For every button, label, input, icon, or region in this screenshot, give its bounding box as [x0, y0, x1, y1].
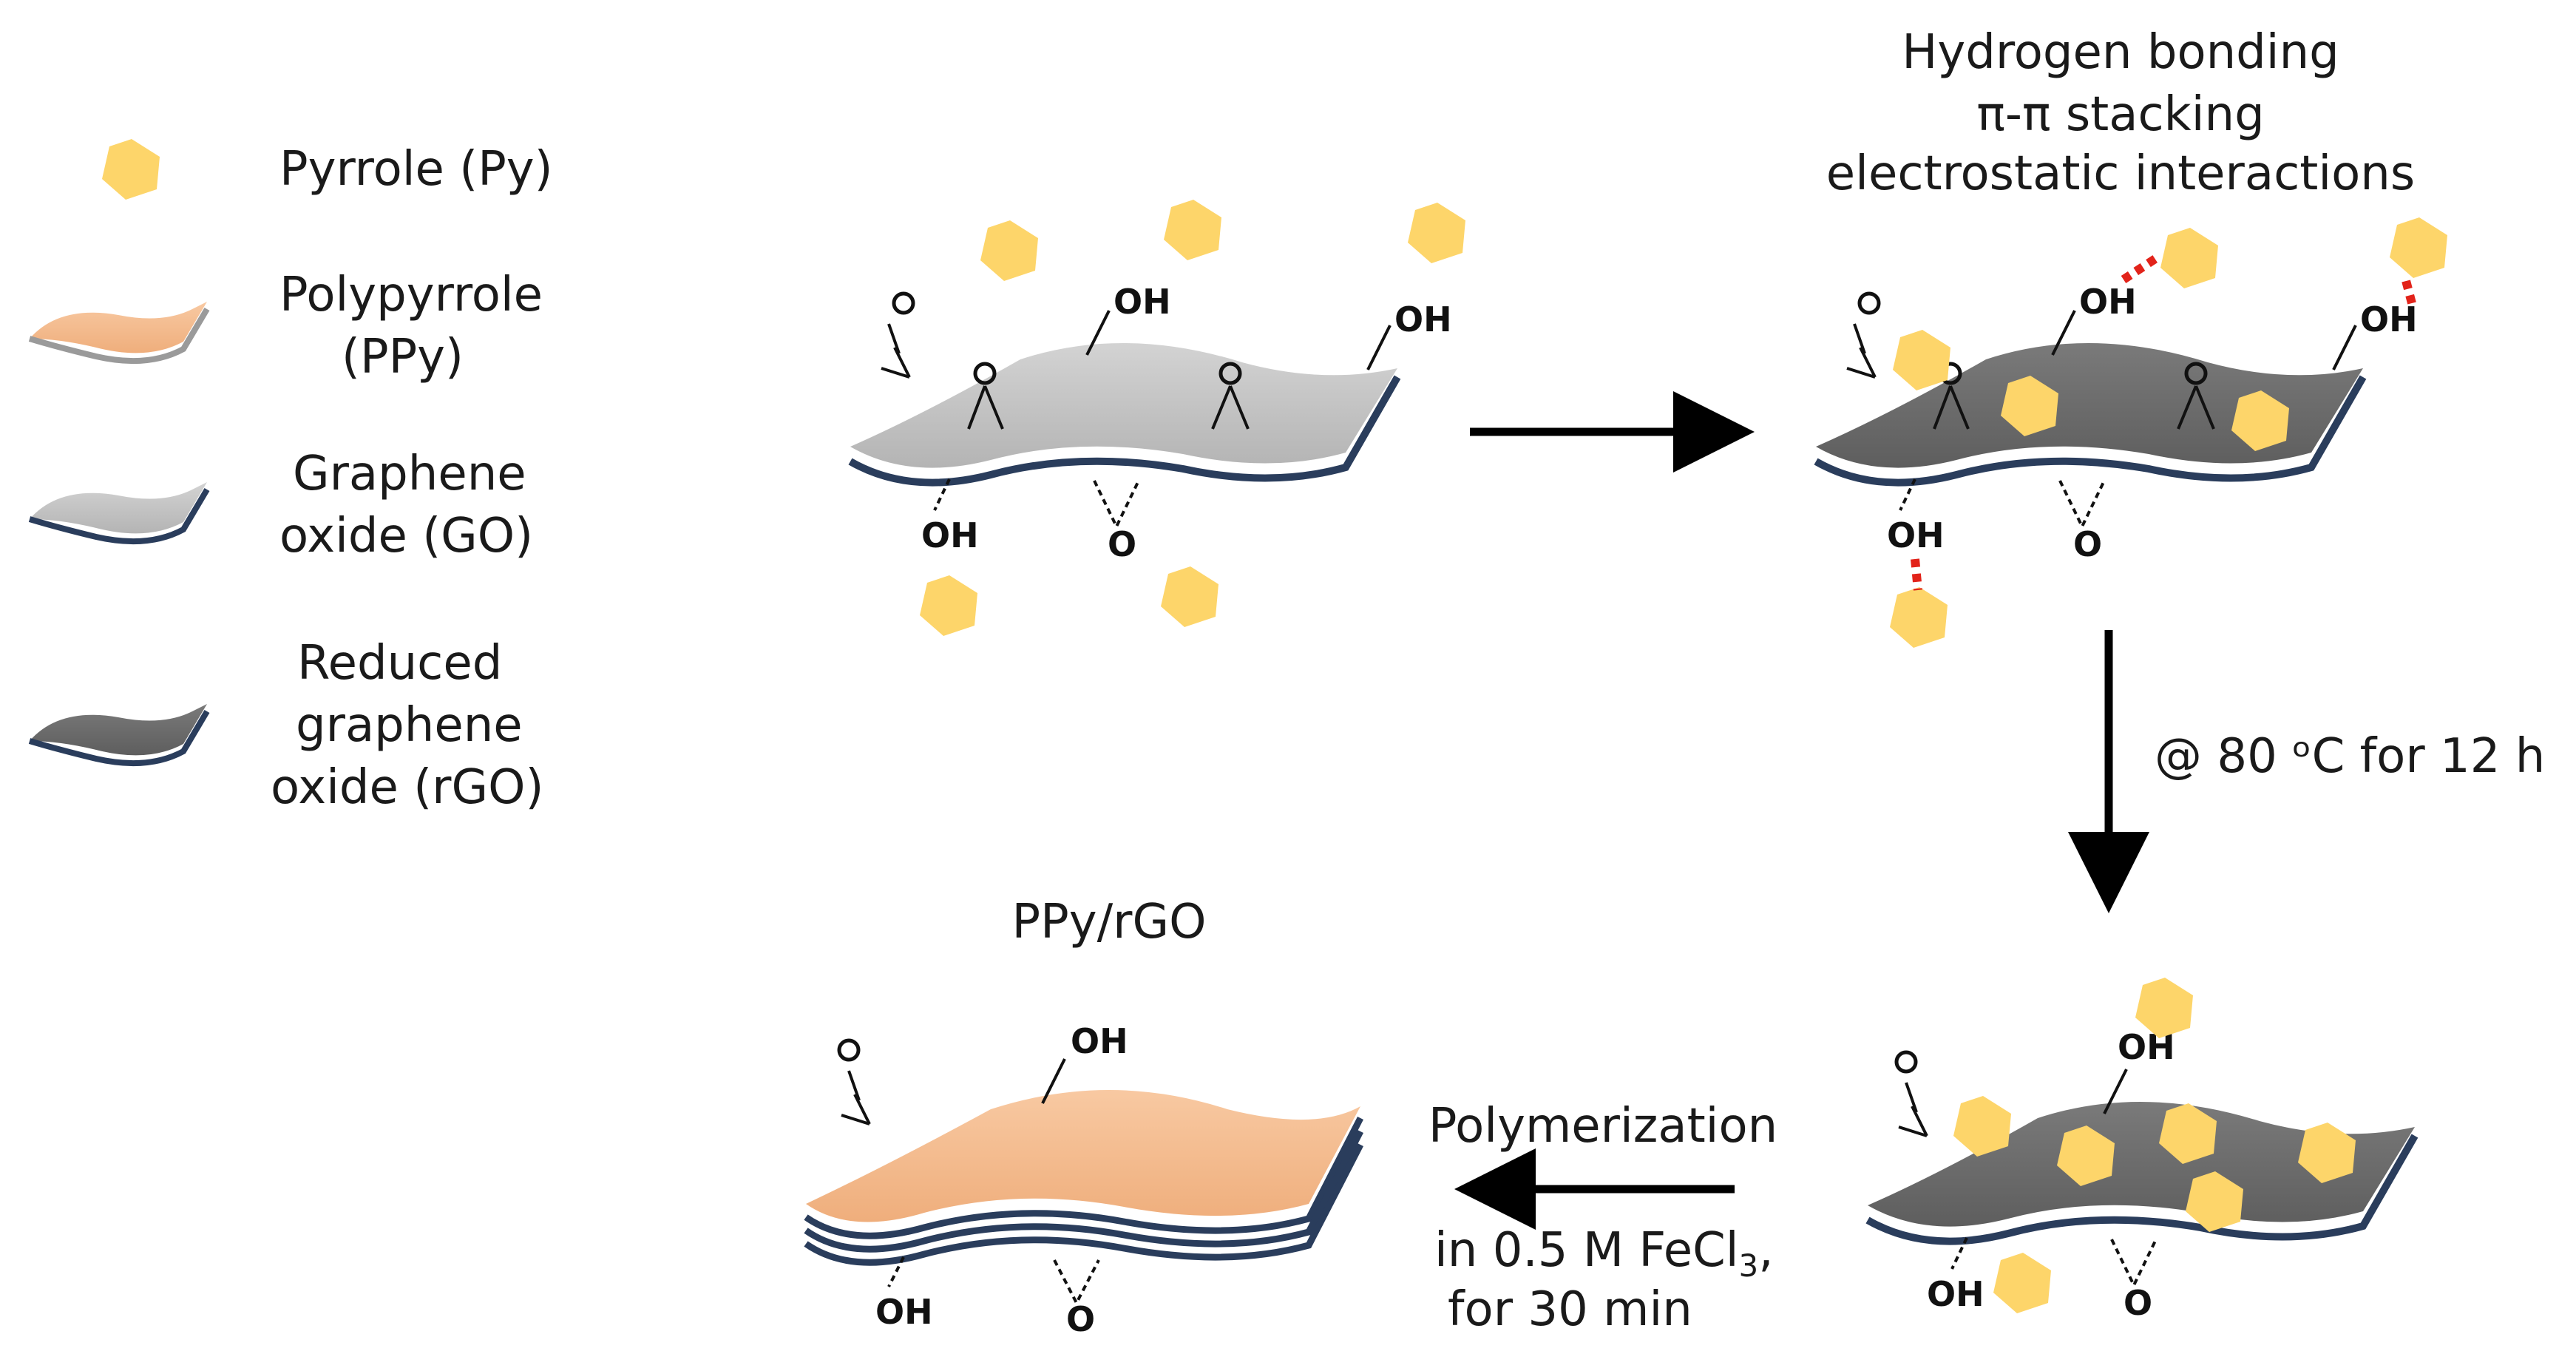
rgo-sheet-edge [1865, 1134, 2419, 1245]
rgo-with-pyrrole: OH OH O [1865, 978, 2419, 1323]
go-with-adsorbed-pyrrole: OH OH OH O [1814, 217, 2447, 648]
legend-rgo-line2: graphene [296, 698, 523, 753]
epoxy-o-label: O [1108, 524, 1136, 564]
sheet [1816, 342, 2363, 468]
ppy-coating [806, 1090, 1360, 1222]
oh-label: OH [1394, 299, 1452, 339]
pyrrole-molecule [1993, 1253, 2051, 1313]
pyrrole-molecule [2390, 217, 2447, 278]
rgo-legend-sheet [28, 704, 210, 767]
oh-label: OH [2079, 282, 2137, 322]
interaction-line3: electrostatic interactions [1826, 146, 2415, 201]
interaction-line2: π-π stacking [1976, 87, 2264, 142]
pyrrole-molecule [980, 220, 1038, 281]
pyrrole-molecule [1893, 330, 1950, 390]
pyrrole-molecule [2160, 228, 2218, 288]
sheet-edge [1814, 375, 2367, 487]
polymerization-title: Polymerization [1428, 1099, 1777, 1154]
epoxy-o-label: O [1066, 1299, 1095, 1339]
legend-go-line2: oxide (GO) [279, 509, 533, 563]
pyrrole-legend-icon [102, 139, 160, 200]
rgo-layer [804, 1116, 1364, 1239]
ppy-legend-sheet [28, 302, 210, 365]
legend: Pyrrole (Py) Polypyrrole (PPy) Graphene … [28, 139, 553, 815]
hydrogen-bond-lines [1911, 253, 2416, 591]
oh-label: OH [1927, 1274, 1984, 1314]
heat-condition: @ 80 ᵒC for 12 h [2155, 729, 2545, 784]
oh-label: OH [1887, 515, 1945, 555]
legend-go-line1: Graphene [293, 447, 526, 501]
pyrrole-molecule [1953, 1096, 2011, 1157]
legend-rgo-line3: oxide (rGO) [271, 760, 543, 815]
product-label: PPy/rGO [1012, 895, 1207, 950]
legend-pyrrole-label: Pyrrole (Py) [279, 142, 553, 197]
pyrrole-molecule [920, 575, 977, 636]
interaction-line1: Hydrogen bonding [1902, 25, 2339, 80]
legend-ppy-line2: (PPy) [342, 330, 464, 385]
oh-label: OH [2360, 299, 2418, 339]
epoxy-o-label: O [2123, 1283, 2152, 1323]
oh-label: OH [921, 515, 979, 555]
pyrrole-molecule [1890, 587, 1948, 648]
oh-label: OH [1114, 282, 1171, 322]
legend-ppy-line1: Polypyrrole [279, 268, 543, 322]
polymerization-condition-1: in 0.5 M FeCl3, [1434, 1223, 1774, 1284]
go-sheet [850, 342, 1397, 468]
oh-label: OH [1071, 1021, 1128, 1061]
ppy-rgo-product: OH OH O [804, 1021, 1364, 1339]
pyrrole-molecule [1408, 203, 1465, 263]
fecl-text: in 0.5 M FeCl [1434, 1223, 1739, 1278]
oh-label: OH [875, 1292, 933, 1332]
pyrrole-molecule [1164, 200, 1221, 260]
legend-rgo-line1: Reduced [297, 636, 502, 691]
rgo-sheet [1868, 1101, 2415, 1227]
pyrrole-molecule [1161, 566, 1218, 627]
fecl-subscript: 3 [1739, 1248, 1759, 1284]
go-with-pyrrole: OH OH OH O [848, 200, 1465, 636]
rgo-layer [804, 1143, 1364, 1266]
fecl-comma: , [1758, 1223, 1773, 1278]
rgo-layer [804, 1129, 1364, 1253]
go-sheet-edge [848, 375, 1401, 487]
polymerization-condition-2: for 30 min [1448, 1282, 1692, 1337]
epoxy-o-label: O [2073, 524, 2102, 564]
go-legend-sheet [28, 482, 210, 545]
